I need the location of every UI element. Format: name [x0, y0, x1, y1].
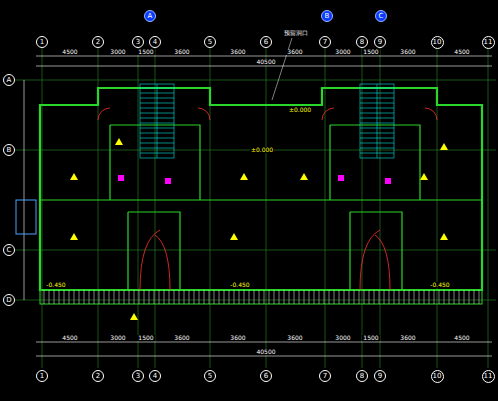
axis-bubble: D: [3, 294, 15, 306]
axis-number: 6: [264, 39, 268, 46]
dimension-text: 3600: [229, 335, 246, 341]
axis-bubble: 4: [149, 370, 161, 382]
axis-bubble: 11: [482, 370, 495, 383]
dimension-text: 4500: [61, 49, 78, 55]
markers: [70, 138, 448, 320]
axis-number: B: [325, 13, 330, 20]
axis-bubble: 9: [374, 370, 386, 382]
axis-number: C: [7, 247, 12, 254]
axis-bubble: 10: [431, 36, 444, 49]
walls: [40, 88, 482, 290]
axis-number: 8: [360, 39, 364, 46]
axis-bubble: 2: [92, 370, 104, 382]
axis-bubble: 7: [319, 370, 331, 382]
axis-number: 10: [433, 373, 442, 380]
dimension-text: 4500: [453, 49, 470, 55]
axis-number: D: [6, 297, 11, 304]
elevation-label: ±0.000: [250, 147, 274, 153]
axis-bubble: 1: [36, 370, 48, 382]
dimension-text: 1500: [362, 335, 379, 341]
axis-number: 7: [323, 39, 327, 46]
axis-bubble: 8: [356, 36, 368, 48]
axis-bubble: 9: [374, 36, 386, 48]
leader-line: [272, 38, 292, 100]
axis-bubble: 2: [92, 36, 104, 48]
stair-flight: [140, 84, 394, 158]
axis-bubble: A: [3, 74, 15, 86]
axis-number: 1: [40, 39, 44, 46]
elevation-label: -0.450: [429, 282, 450, 288]
axis-number: 3: [136, 373, 140, 380]
axis-number: A: [148, 13, 153, 20]
axis-number: 1: [40, 373, 44, 380]
axis-number: C: [379, 13, 384, 20]
axis-number: A: [7, 77, 12, 84]
axis-bubble: 1: [36, 36, 48, 48]
entry-box: [16, 200, 36, 234]
dimension-text: 40500: [255, 349, 276, 355]
axis-number: 3: [136, 39, 140, 46]
axis-bubble: 3: [132, 36, 144, 48]
axis-bubble: B: [3, 144, 15, 156]
axis-bubble: 4: [149, 36, 161, 48]
dimension-text: 3000: [334, 49, 351, 55]
dimension-text: 3000: [334, 335, 351, 341]
axis-number: 9: [378, 39, 382, 46]
balcony-ticks: [44, 290, 479, 304]
fixtures: [118, 175, 391, 184]
axis-bubble: 6: [260, 370, 272, 382]
elevation-label: ±0.000: [288, 107, 312, 113]
dimension-text: 3600: [286, 335, 303, 341]
dimension-text: 3600: [286, 49, 303, 55]
dimension-text: 3600: [173, 335, 190, 341]
door-swings: [98, 108, 437, 290]
axis-bubble: 11: [482, 36, 495, 49]
dimension-text: 3000: [109, 49, 126, 55]
axis-bubble: B: [321, 10, 333, 22]
axis-number: 4: [153, 373, 157, 380]
axis-bubble: C: [3, 244, 15, 256]
elevation-label: -0.450: [45, 282, 66, 288]
axis-bubble: 5: [204, 370, 216, 382]
axis-number: 2: [96, 373, 100, 380]
dimension-text: 3600: [399, 49, 416, 55]
axis-number: 11: [484, 373, 493, 380]
axis-bubble: 8: [356, 370, 368, 382]
axis-number: 5: [208, 373, 212, 380]
axis-bubble: 6: [260, 36, 272, 48]
dimension-text: 3600: [173, 49, 190, 55]
axis-number: B: [7, 147, 12, 154]
axis-number: 8: [360, 373, 364, 380]
dimension-text: 1500: [137, 49, 154, 55]
axis-number: 4: [153, 39, 157, 46]
dimension-text: 4500: [453, 335, 470, 341]
balcony-rail: [40, 290, 482, 304]
dimension-text: 3000: [109, 335, 126, 341]
axis-bubble: 10: [431, 370, 444, 383]
elevation-label: -0.450: [229, 282, 250, 288]
axis-number: 10: [433, 39, 442, 46]
grid-lines: [14, 48, 496, 368]
axis-number: 2: [96, 39, 100, 46]
axis-bubble: 7: [319, 36, 331, 48]
axis-number: 6: [264, 373, 268, 380]
axis-bubble: C: [375, 10, 387, 22]
dimension-text: 3600: [229, 49, 246, 55]
axis-number: 7: [323, 373, 327, 380]
axis-bubble: 3: [132, 370, 144, 382]
dimension-text: 预留洞口: [283, 30, 309, 36]
axis-number: 11: [484, 39, 493, 46]
axis-number: 5: [208, 39, 212, 46]
dimension-text: 1500: [137, 335, 154, 341]
axis-bubble: 5: [204, 36, 216, 48]
dimension-lines: [24, 56, 492, 356]
dimension-text: 1500: [362, 49, 379, 55]
axis-bubble: A: [144, 10, 156, 22]
axis-number: 9: [378, 373, 382, 380]
dimension-text: 3600: [399, 335, 416, 341]
dimension-text: 4500: [61, 335, 78, 341]
dimension-text: 40500: [255, 59, 276, 65]
